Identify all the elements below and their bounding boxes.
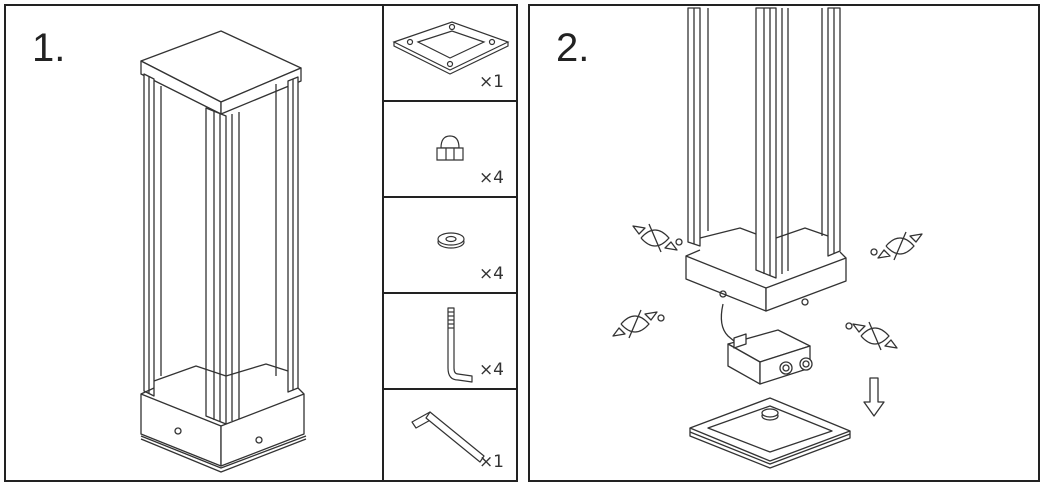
bollard-light-illustration (126, 26, 326, 476)
part-acorn-nut-quantity: ×4 (478, 168, 504, 188)
part-washer-quantity: ×4 (478, 264, 504, 284)
part-hex-key: ×1 (384, 390, 516, 480)
part-mounting-plate: ×1 (384, 6, 516, 102)
part-washer: ×4 (384, 198, 516, 294)
part-anchor-bolt: ×4 (384, 294, 516, 390)
parts-list: ×1 ×4 ×4 (382, 6, 516, 480)
step-2-number: 2. (556, 26, 590, 70)
part-mounting-plate-quantity: ×1 (478, 72, 504, 92)
hex-key-icon (410, 408, 490, 466)
washer-icon (436, 230, 466, 250)
acorn-nut-icon (436, 134, 464, 166)
part-acorn-nut: ×4 (384, 102, 516, 198)
mounting-plate-icon (392, 20, 510, 72)
part-anchor-bolt-quantity: ×4 (478, 360, 504, 380)
step-1-number: 1. (32, 26, 66, 70)
step-1-panel: 1. (4, 4, 518, 482)
step-2-panel: 2. (528, 4, 1040, 482)
assembly-illustration (600, 6, 980, 476)
anchor-bolt-icon (440, 304, 476, 388)
part-hex-key-quantity: ×1 (478, 452, 504, 472)
